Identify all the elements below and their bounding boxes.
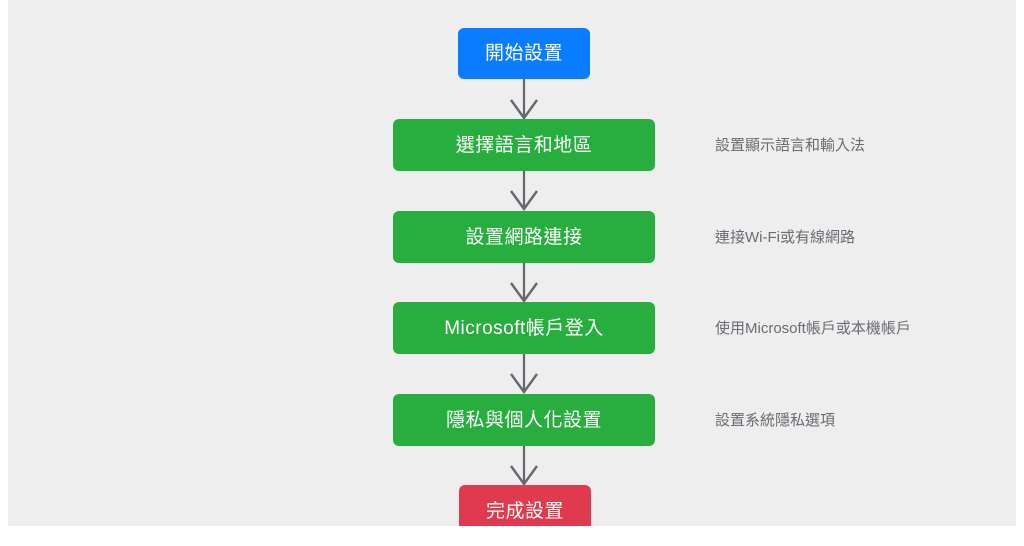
- node-network[interactable]: 設置網路連接: [393, 211, 655, 263]
- description-account: 使用Microsoft帳戶或本機帳戶: [715, 320, 911, 337]
- node-finish[interactable]: 完成設置: [459, 485, 591, 526]
- edge-start-to-language: [510, 79, 538, 121]
- node-privacy[interactable]: 隱私與個人化設置: [393, 394, 655, 446]
- node-account[interactable]: Microsoft帳戶登入: [393, 302, 655, 354]
- description-network: 連接Wi-Fi或有線網路: [715, 229, 855, 246]
- node-network-label: 設置網路連接: [465, 226, 583, 248]
- node-language-label: 選擇語言和地區: [455, 134, 593, 156]
- edge-privacy-to-finish: [510, 446, 538, 487]
- node-finish-label: 完成設置: [485, 500, 564, 522]
- description-privacy: 設置系統隱私選項: [715, 412, 836, 429]
- node-privacy-label: 隱私與個人化設置: [445, 409, 602, 431]
- edge-network-to-account: [510, 263, 538, 304]
- node-start-label: 開始設置: [484, 43, 563, 64]
- edge-account-to-privacy: [510, 354, 538, 395]
- edge-language-to-network: [510, 171, 538, 212]
- node-start[interactable]: 開始設置: [458, 28, 590, 79]
- node-language[interactable]: 選擇語言和地區: [393, 119, 655, 171]
- flowchart-canvas: 開始設置 選擇語言和地區 設置網路連接 Microsoft帳戶登入 隱私與個人化…: [8, 0, 1016, 526]
- description-language: 設置顯示語言和輸入法: [715, 137, 866, 154]
- node-account-label: Microsoft帳戶登入: [444, 317, 604, 339]
